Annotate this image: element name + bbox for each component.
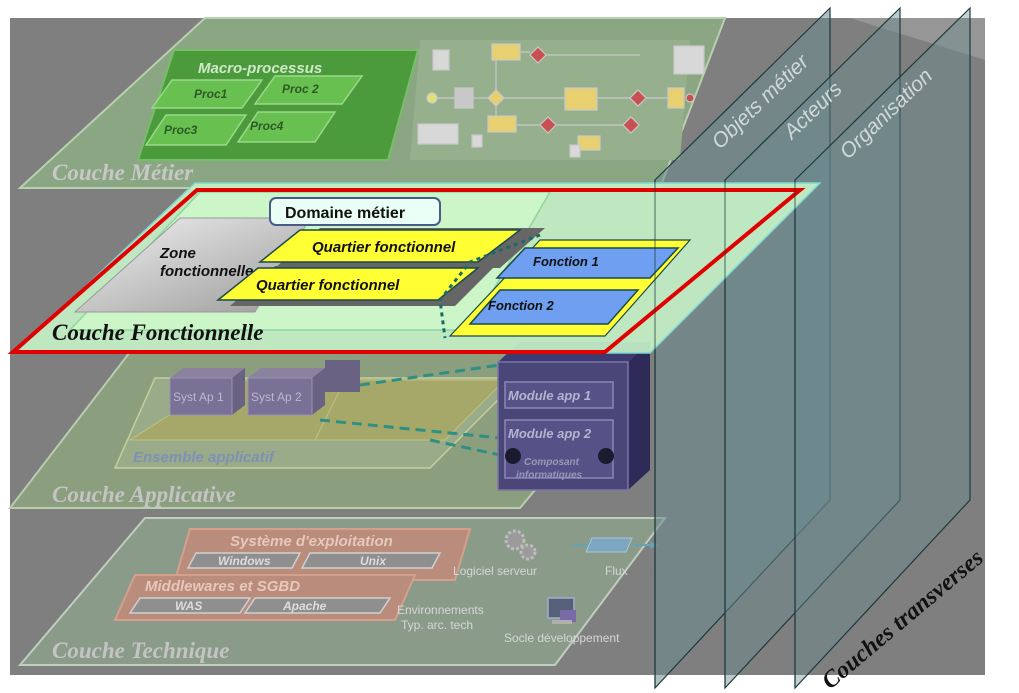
- highlight-border: [7, 188, 806, 354]
- proc3-box: [144, 114, 248, 146]
- module-app-1-label: Module app 1: [508, 388, 591, 403]
- mw-apache-label: Apache: [282, 599, 327, 613]
- couche-technique: Système d'exploitation Windows Unix Midd…: [17, 517, 667, 666]
- module-app-1-box: [504, 381, 614, 409]
- proc3-label: Proc3: [164, 123, 198, 137]
- composant-label-line2: informatiques: [516, 470, 583, 481]
- metier-layer-title: Couche Métier: [52, 160, 194, 185]
- applicative-layer-title: Couche Applicative: [52, 482, 236, 507]
- fonction2-label: Fonction 2: [488, 298, 554, 313]
- os-windows-box: [186, 552, 302, 569]
- computer-icon: [547, 597, 576, 624]
- env-label-line2: Typ. arc. tech: [401, 618, 473, 632]
- proc2-box: [253, 75, 364, 105]
- proc1-box: [150, 79, 264, 109]
- socle-label: Socle développement: [504, 631, 620, 645]
- gears-icon: [504, 529, 537, 561]
- syst-ap-3-box: [325, 360, 360, 392]
- quartier-dotted-connector: [438, 233, 541, 339]
- quartier2-label: Quartier fonctionnel: [256, 277, 400, 294]
- connector-dashed-2: [319, 418, 501, 440]
- transverse-front-edges: [654, 180, 796, 688]
- fonction2-box: [468, 289, 640, 325]
- module-app-2-label: Module app 2: [508, 426, 592, 441]
- mw-was-label: WAS: [175, 599, 202, 613]
- module-app-2-box: [504, 419, 614, 479]
- proc1-label: Proc1: [194, 87, 228, 101]
- flux-label: Flux: [605, 564, 628, 578]
- logiciel-serveur-label: Logiciel serveur: [453, 564, 537, 578]
- quartier1-label: Quartier fonctionnel: [312, 239, 456, 256]
- proc4-box: [236, 111, 337, 143]
- quartier2-box: [215, 267, 481, 301]
- ensemble-applicatif-label: Ensemble applicatif: [133, 449, 276, 466]
- fonction1-label: Fonction 1: [533, 254, 599, 269]
- couche-applicative: Ensemble applicatif Syst Ap 1 Syst Ap 2 …: [7, 342, 653, 509]
- domaine-metier-label: Domaine métier: [285, 205, 405, 222]
- os-unix-label: Unix: [360, 554, 387, 568]
- zone-label-line1: Zone: [159, 245, 196, 262]
- domaine-metier-box: [269, 197, 441, 226]
- macro-processus-label: Macro-processus: [198, 60, 322, 77]
- quartier1-box: [257, 229, 523, 263]
- mw-was-box: [128, 597, 252, 614]
- background-top-shade: [200, 18, 985, 60]
- syst-ap-2-label: Syst Ap 2: [251, 390, 302, 404]
- syst-ap-1-label: Syst Ap 1: [173, 390, 224, 404]
- proc2-label: Proc 2: [282, 82, 319, 96]
- composant-label-line1: Composant: [524, 457, 580, 468]
- mw-apache-box: [243, 597, 392, 614]
- connector-dashed-1: [359, 363, 501, 387]
- technique-layer-title: Couche Technique: [52, 638, 229, 663]
- flux-arrow-icon: [572, 537, 658, 553]
- process-flow-sketch: [410, 40, 705, 160]
- component-port-left: [505, 448, 521, 464]
- fonctionnelle-layer-title: Couche Fonctionnelle: [52, 320, 264, 345]
- os-title: Système d'exploitation: [230, 533, 393, 550]
- os-unix-box: [300, 552, 442, 569]
- couche-metier: Macro-processus Proc1 Proc 2 Proc3 Proc4: [17, 17, 727, 189]
- couches-transverses: Objets métier Acteurs Organisation: [654, 6, 971, 690]
- component-port-right: [598, 448, 614, 464]
- couche-fonctionnelle: Zone fonctionnelle Domaine métier Quarti…: [7, 182, 822, 354]
- zone-label-line2: fonctionnelle: [160, 263, 253, 280]
- env-label-line1: Environnements: [397, 603, 484, 617]
- syst-ap-2-box: [247, 368, 325, 416]
- syst-ap-1-box: [169, 368, 245, 416]
- connector-dashed-3: [429, 438, 501, 457]
- os-windows-label: Windows: [218, 554, 271, 568]
- proc4-label: Proc4: [250, 119, 284, 133]
- middleware-title: Middlewares et SGBD: [145, 578, 300, 595]
- fonction1-box: [495, 247, 680, 279]
